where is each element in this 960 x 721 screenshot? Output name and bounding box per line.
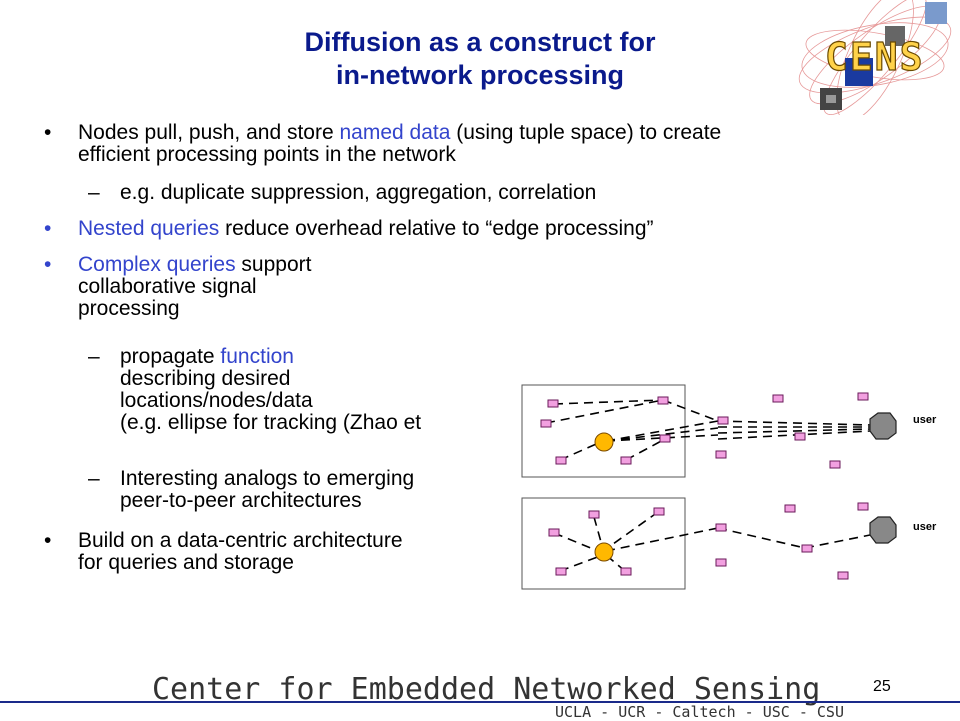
top-nodes xyxy=(540,392,869,469)
user-label-top: user xyxy=(913,414,937,426)
sub-bullet-text-line: locations/nodes/data xyxy=(120,389,313,412)
sensor-node xyxy=(620,567,632,576)
sensor-node xyxy=(829,460,841,469)
user-node-icon xyxy=(869,412,897,440)
slide-title-line2: in-network processing xyxy=(335,60,625,90)
sensor-node xyxy=(620,456,632,465)
sink-node xyxy=(594,432,614,452)
sensor-node xyxy=(784,504,796,513)
bullet-text-line: Build on a data-centric architecture xyxy=(78,529,403,552)
sub-bullet-text: e.g. duplicate suppression, aggregation,… xyxy=(120,181,597,204)
sensor-node xyxy=(857,392,869,401)
sensor-node xyxy=(857,502,869,511)
bullet-text-highlight: Complex queries xyxy=(78,253,236,276)
bullet-text: Nodes pull, push, and store named data (… xyxy=(78,122,721,166)
sensor-node xyxy=(717,416,729,425)
sink-node xyxy=(594,542,614,562)
sub-bullet-marker: – xyxy=(88,181,100,204)
bullet-text-part: Nodes pull, push, and store xyxy=(78,121,340,144)
bottom-nodes xyxy=(548,502,869,580)
sensor-node xyxy=(547,399,559,408)
sub-bullet-marker: – xyxy=(88,345,100,368)
diagram-panel-top: user xyxy=(521,384,937,478)
footer-divider xyxy=(0,701,960,703)
sub-bullet-text-line: Interesting analogs to emerging xyxy=(120,467,415,490)
bullet-marker: • xyxy=(44,217,52,240)
bullet-text-part: (using tuple space) to create xyxy=(450,121,722,144)
bullet-text-part: reduce overhead relative to “edge proces… xyxy=(219,217,654,240)
bullet-text: Nested queries reduce overhead relative … xyxy=(78,218,654,240)
cens-logo-text: CENS xyxy=(825,35,925,79)
slide-title: Diffusion as a construct for in-network … xyxy=(230,26,730,92)
sensor-node xyxy=(657,396,669,405)
sub-bullet-text-part: propagate xyxy=(120,345,221,368)
bullet-text-line: efficient processing points in the netwo… xyxy=(78,143,456,166)
sensor-node xyxy=(794,432,806,441)
footer-subtitle: UCLA - UCR - Caltech - USC - CSU xyxy=(555,703,844,721)
panel-frame xyxy=(521,497,686,590)
bullet-text-highlight: Nested queries xyxy=(78,217,220,240)
bullet-text: Build on a data-centric architecture for… xyxy=(78,530,403,574)
sub-bullet-marker: – xyxy=(88,467,100,490)
sub-bullet-text-line: (e.g. ellipse for tracking (Zhao et xyxy=(120,411,422,434)
sub-bullet-text-line: describing desired xyxy=(120,367,291,390)
bullet-text-line: processing xyxy=(78,297,180,320)
sensor-node xyxy=(653,507,665,516)
bullet-text: Complex queries support collaborative si… xyxy=(78,254,311,320)
bullet-text-part: support xyxy=(235,253,312,276)
bullet-marker: • xyxy=(44,253,52,276)
bullet-marker: • xyxy=(44,529,52,552)
diagram-panel-bottom: user xyxy=(521,497,937,590)
slide-title-line1: Diffusion as a construct for xyxy=(304,27,656,57)
user-label-bottom: user xyxy=(913,521,937,533)
diffusion-diagram: .node { fill: #f2a0e0; stroke: #6a1a5a; … xyxy=(521,384,937,590)
sensor-node xyxy=(659,434,671,443)
sub-bullet-text-line: peer-to-peer architectures xyxy=(120,489,362,512)
sub-bullet-text: propagate function describing desired lo… xyxy=(120,346,421,434)
sensor-node xyxy=(772,394,784,403)
sensor-node xyxy=(801,544,813,553)
bullet-text-line: for queries and storage xyxy=(78,551,294,574)
panel-frame xyxy=(521,384,686,478)
sensor-node xyxy=(715,523,727,532)
user-node-icon xyxy=(869,516,897,544)
sensor-node xyxy=(555,567,567,576)
sensor-node xyxy=(837,571,849,580)
sub-bullet-text: Interesting analogs to emerging peer-to-… xyxy=(120,468,414,512)
bullet-text-line: collaborative signal xyxy=(78,275,257,298)
sub-bullet-text-highlight: function xyxy=(220,345,294,368)
sensor-node xyxy=(548,528,560,537)
slide-number: 25 xyxy=(873,678,891,695)
bullet-text-highlight: named data xyxy=(339,121,451,144)
sensor-node xyxy=(715,450,727,459)
sensor-node xyxy=(555,456,567,465)
sensor-node xyxy=(715,558,727,567)
sensor-node xyxy=(540,419,552,428)
cens-logo: CENS xyxy=(798,0,952,115)
sensor-node xyxy=(588,510,600,519)
bullet-marker: • xyxy=(44,121,52,144)
